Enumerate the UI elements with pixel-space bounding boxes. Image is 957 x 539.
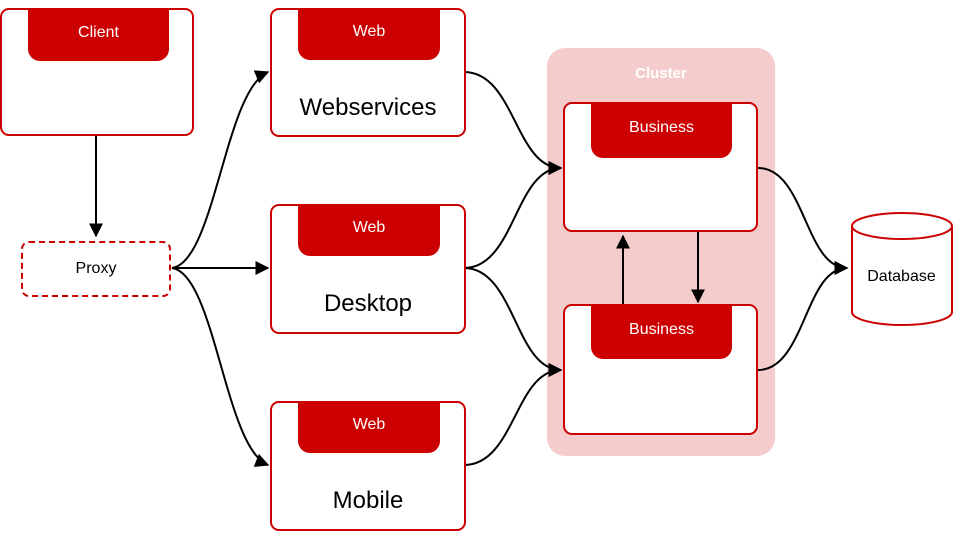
database-icon (851, 212, 953, 326)
web-node-webservices: Web Webservices (270, 8, 466, 137)
desktop-label: Desktop (323, 290, 413, 317)
business-node-bottom: Business (563, 304, 758, 435)
edge-desktop-business-bottom (463, 267, 563, 377)
web-node-mobile: Web Mobile (270, 401, 466, 531)
webservices-label: Webservices (299, 94, 437, 121)
edge-proxy-webservices (171, 70, 270, 269)
edge-business-bottom-database (757, 261, 849, 371)
proxy-node: Proxy (21, 241, 171, 297)
web-tab: Web (298, 8, 440, 60)
edge-proxy-mobile (171, 267, 270, 467)
edge-webservices-business-top (463, 71, 563, 175)
edge-desktop-business-top (463, 161, 563, 269)
client-node: Client (0, 8, 194, 136)
web-node-desktop: Web Desktop (270, 204, 466, 334)
edge-business-top-database (757, 167, 849, 275)
edge-mobile-business-bottom (463, 363, 563, 466)
business-tab: Business (591, 304, 732, 359)
web-tab: Web (298, 401, 440, 453)
mobile-label: Mobile (332, 487, 404, 514)
client-tab: Client (28, 8, 169, 61)
business-tab: Business (591, 102, 732, 158)
web-tab: Web (298, 204, 440, 256)
database-label: Database (867, 268, 936, 285)
cluster-label: Cluster (635, 65, 687, 82)
business-node-top: Business (563, 102, 758, 232)
